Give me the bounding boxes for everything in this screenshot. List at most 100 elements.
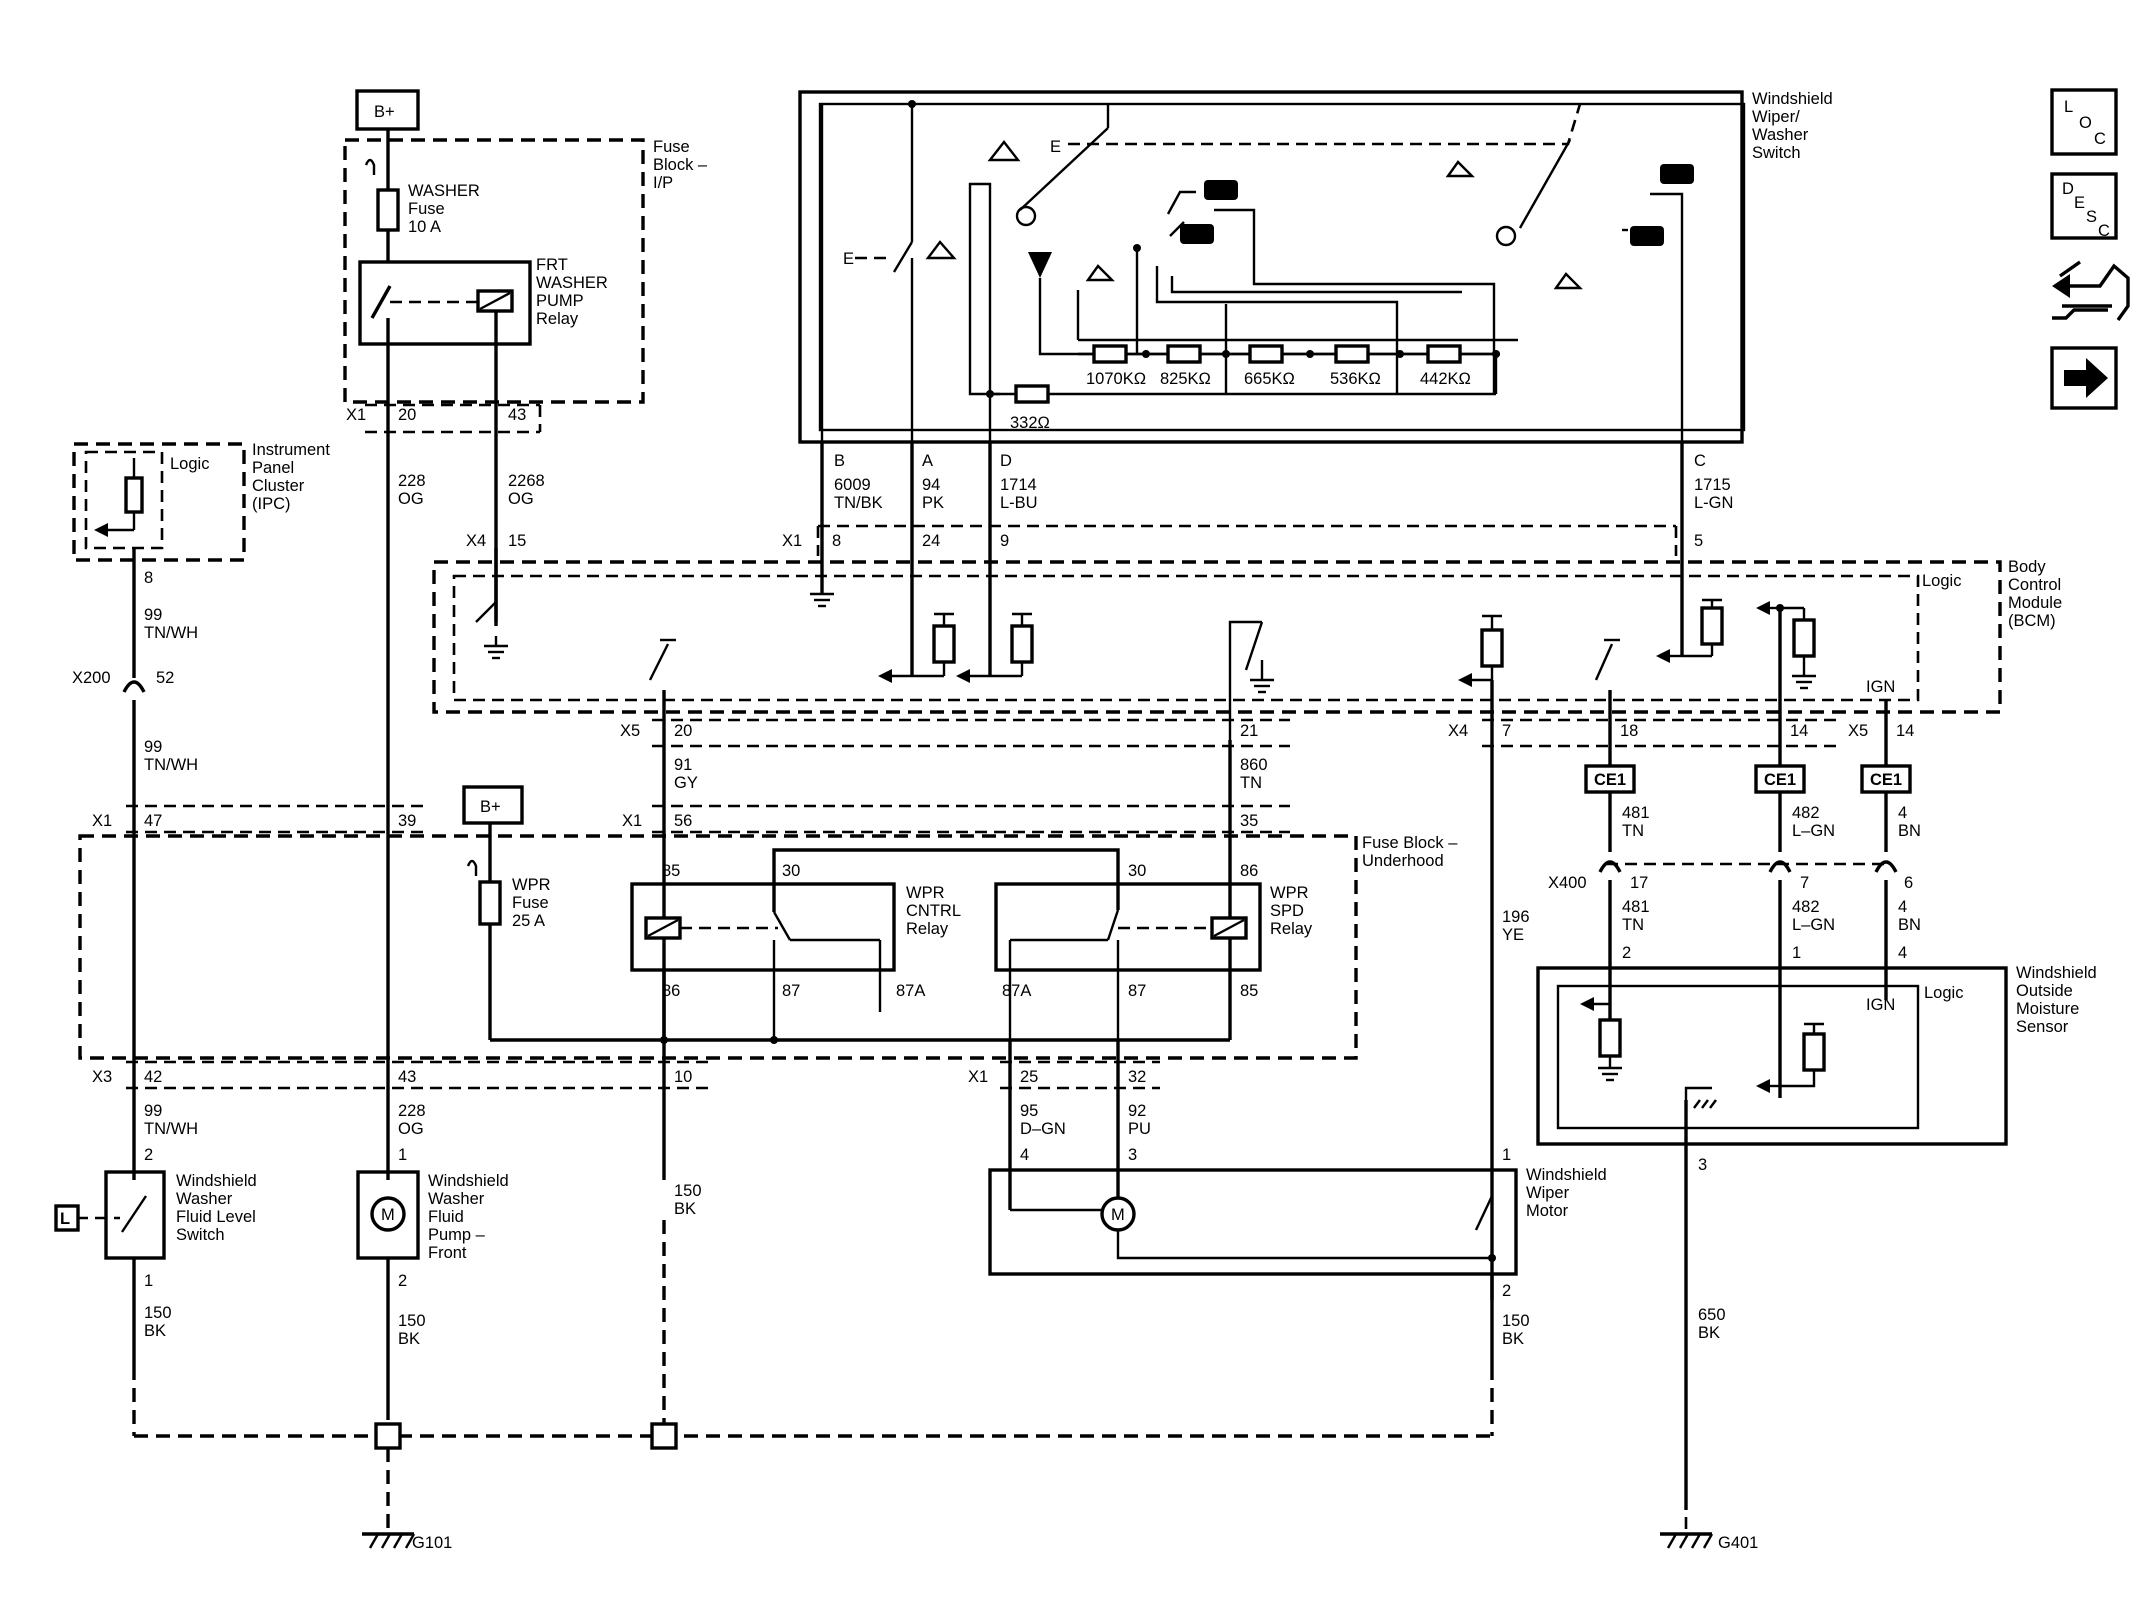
svg-text:E: E (1050, 138, 1061, 156)
pump-label-4: Pump – (428, 1226, 486, 1244)
ce1-b: CE1 (1764, 771, 1796, 789)
sensor-logic-label: Logic (1924, 984, 1963, 1002)
next-arrow-button[interactable] (2050, 346, 2118, 410)
switch-color-a: PK (922, 494, 944, 512)
wire-95-color: D–GN (1020, 1120, 1066, 1138)
wire-860-circuit: 860 (1240, 756, 1268, 774)
ground-g401: G401 (1718, 1534, 1758, 1552)
pin-6: 6 (1904, 874, 1913, 892)
pin-4-motor: 4 (1020, 1146, 1029, 1164)
conn-x200: X200 (72, 669, 111, 687)
wire-150-color-c: BK (398, 1330, 420, 1348)
pin-32: 32 (1128, 1068, 1146, 1086)
fuse-block-underhood: X1 47 39 X1 56 35 Fuse Block – Underhood… (78, 785, 1458, 1090)
resistor-label-665k: 665KΩ (1244, 370, 1295, 388)
b-plus-top: B+ (374, 103, 395, 121)
bcm-ign-label: IGN (1866, 678, 1895, 696)
b-plus-box-mid (462, 785, 524, 825)
wire-228-circuit: 228 (398, 472, 426, 490)
pin-10: 10 (674, 1068, 692, 1086)
wire-2268-color: OG (508, 490, 534, 508)
pin-35: 35 (1240, 812, 1258, 830)
resistor-825k (1166, 344, 1202, 364)
switch-label-3: Washer (1752, 126, 1809, 144)
switch-pin-c: C (1694, 452, 1706, 470)
switch-color-b: TN/BK (834, 494, 883, 512)
switch-color-d: L-BU (1000, 494, 1038, 512)
resistor-332 (1014, 384, 1050, 404)
wiper-motor-label-3: Motor (1526, 1202, 1569, 1220)
wpr-cntrl-relay (630, 882, 896, 972)
spd-relay-label-2: SPD (1270, 902, 1304, 920)
ipc-logic-label: Logic (170, 455, 209, 473)
ipc-label-2: Panel (252, 459, 294, 477)
pin-30-spd: 30 (1128, 862, 1146, 880)
wire-99-color-b: TN/WH (144, 756, 198, 774)
desc-s: S (2086, 208, 2097, 226)
switch-label-4: Switch (1752, 144, 1801, 162)
loc-o: O (2079, 114, 2092, 132)
pin-47: 47 (144, 812, 162, 830)
fluid-level-switch: L Windshield Washer Fluid Level Switch (54, 1170, 257, 1260)
wire-482-color-b: L–GN (1792, 916, 1835, 934)
pump-label-1: Windshield (428, 1172, 509, 1190)
diagnostic-hand-icon[interactable] (2052, 260, 2130, 321)
fuse-block-ip-label-3: I/P (653, 174, 673, 192)
wire-150-circuit-d: 150 (1502, 1312, 1530, 1330)
desc-c: C (2098, 222, 2110, 240)
wire-482-circuit-a: 482 (1792, 804, 1820, 822)
switch-circuit-b: 6009 (834, 476, 871, 494)
conn-x1-uh-b: X1 (622, 812, 642, 830)
resistor-label-825k: 825KΩ (1160, 370, 1211, 388)
pin-1-pump: 1 (398, 1146, 407, 1164)
fuse-block-uh-label-2: Underhood (1362, 852, 1444, 870)
wire-99-circuit-b: 99 (144, 738, 162, 756)
conn-x5-b: X5 (1848, 722, 1868, 740)
pump-label-5: Front (428, 1244, 467, 1262)
pin-8-bcm: 8 (832, 532, 841, 550)
pin-18-bcm: 18 (1620, 722, 1638, 740)
pin-15-bcm: 15 (508, 532, 526, 550)
wire-196-circuit: 196 (1502, 908, 1530, 926)
wiper-symbol-icons (925, 140, 1583, 290)
washer-relay-label-2: WASHER (536, 274, 608, 292)
pin-14-bcm-b: 14 (1896, 722, 1914, 740)
ground-g101-icon (362, 1532, 416, 1549)
washer-fuse (376, 188, 400, 232)
pin-2-fluid-switch: 2 (144, 1146, 153, 1164)
wpr-fuse-label-1: WPR (512, 876, 551, 894)
fuse-block-uh-label-1: Fuse Block – (1362, 834, 1458, 852)
spd-relay-label-1: WPR (1270, 884, 1309, 902)
spd-relay-label-3: Relay (1270, 920, 1313, 938)
pin-87-cntrl: 87 (782, 982, 800, 1000)
wire-650-color: BK (1698, 1324, 1720, 1342)
conn-x1-uh: X1 (92, 812, 112, 830)
wire-95-circuit: 95 (1020, 1102, 1038, 1120)
wire-91-color: GY (674, 774, 698, 792)
wire-150-circuit-b: 150 (144, 1304, 172, 1322)
conn-x400: X400 (1548, 874, 1587, 892)
switch-color-c: L-GN (1694, 494, 1733, 512)
description-view-button[interactable]: D E S C (2050, 172, 2118, 240)
wire-228-circuit-b: 228 (398, 1102, 426, 1120)
resistor-ladder: 1070KΩ 825KΩ 665KΩ 536KΩ 442KΩ 332Ω (990, 344, 1500, 432)
wire-4-color-a: BN (1898, 822, 1921, 840)
level-l-label: L (60, 1210, 70, 1228)
location-view-button[interactable]: L O C (2050, 88, 2118, 156)
wire-150-circuit-a: 150 (674, 1182, 702, 1200)
wire-481-color-b: TN (1622, 916, 1644, 934)
washer-fuse-label-1: WASHER (408, 182, 480, 200)
ce1-a: CE1 (1594, 771, 1626, 789)
desc-e: E (2074, 194, 2085, 212)
resistor-442k (1426, 344, 1462, 364)
pin-20-ip: 20 (398, 406, 416, 424)
washer-relay-label-3: PUMP (536, 292, 584, 310)
sensor-label-3: Moisture (2016, 1000, 2079, 1018)
resistor-665k (1248, 344, 1284, 364)
wire-481-circuit-b: 481 (1622, 898, 1650, 916)
switch-circuit-c: 1715 (1694, 476, 1731, 494)
wire-150-circuit-c: 150 (398, 1312, 426, 1330)
ground-g401-icon (1660, 1532, 1714, 1549)
wire-228-color: OG (398, 490, 424, 508)
wpr-fuse-label-2: Fuse (512, 894, 549, 912)
